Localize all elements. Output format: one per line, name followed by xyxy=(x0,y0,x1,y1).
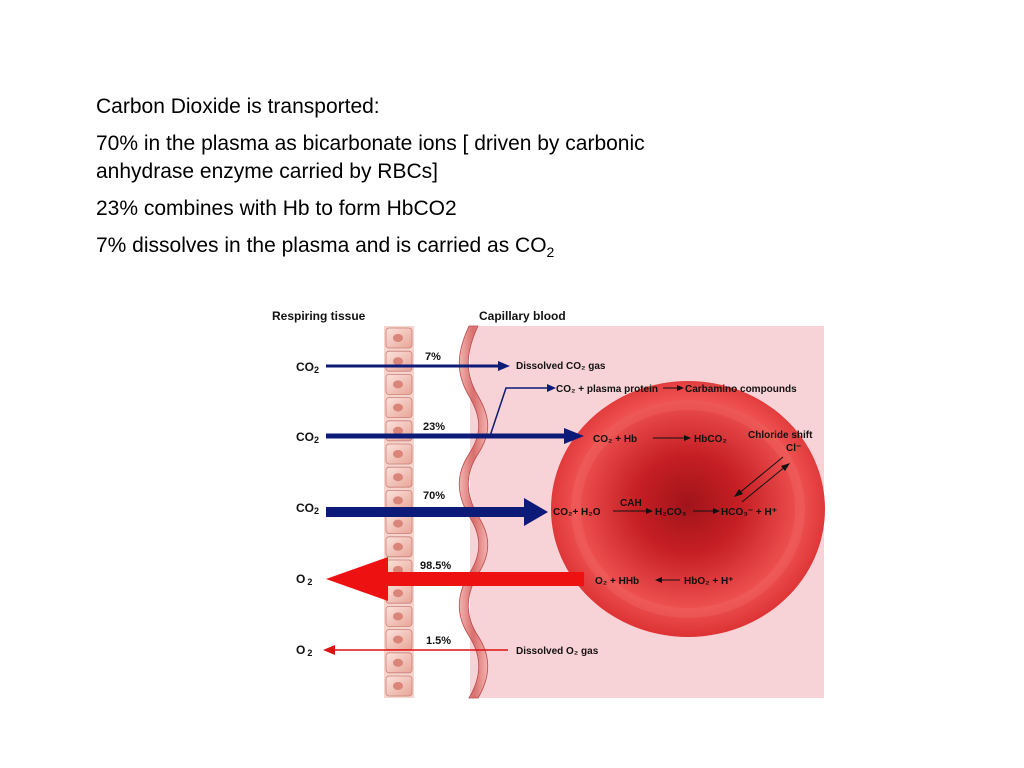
label-co2-h2o: CO₂+ H₂O xyxy=(553,507,601,518)
percent-23: 23% xyxy=(423,421,445,433)
tissue-cell-nucleus xyxy=(393,357,403,366)
arrow-o2-hbo2 xyxy=(326,557,584,601)
red-blood-cell xyxy=(551,381,825,637)
tissue-cell-nucleus xyxy=(393,542,403,551)
arrow-o2-dissolved xyxy=(323,645,508,655)
gas-label-co2-2: CO2 xyxy=(296,430,319,445)
tissue-cell-nucleus xyxy=(393,496,403,505)
label-plasma-protein: CO₂ + plasma protein xyxy=(556,384,658,395)
tissue-cell-nucleus xyxy=(393,450,403,458)
arrow-chloride-shift xyxy=(734,456,790,503)
bullet-70-line2: anhydrase enzyme carried by RBCs] xyxy=(96,160,438,183)
label-dissolved-co2: Dissolved CO₂ gas xyxy=(516,361,606,372)
bullet-70-line1: 70% in the plasma as bicarbonate ions [ … xyxy=(96,132,645,155)
tissue-cell-nucleus xyxy=(393,658,403,667)
arrow-from-hbo2 xyxy=(655,577,680,583)
tissue-cell-nucleus xyxy=(393,403,403,412)
arrow-to-hco3 xyxy=(693,508,720,514)
label-o2-hhb: O₂ + HHb xyxy=(595,576,639,587)
svg-text:CO2: CO2 xyxy=(296,360,319,375)
tissue-cell-nucleus xyxy=(393,682,403,690)
bullet-7: 7% dissolves in the plasma and is carrie… xyxy=(96,232,836,266)
bullet-23: 23% combines with Hb to form HbCO2 xyxy=(96,197,457,220)
label-cah: CAH xyxy=(620,498,642,509)
svg-text:CO2: CO2 xyxy=(296,430,319,445)
heading-line: Carbon Dioxide is transported: xyxy=(96,95,380,118)
label-dissolved-o2: Dissolved O₂ gas xyxy=(516,646,599,657)
arrow-co2-bicarbonate xyxy=(326,498,548,526)
header-respiring-tissue: Respiring tissue xyxy=(272,309,366,323)
tissue-cell-nucleus xyxy=(393,589,403,598)
svg-text:O2: O2 xyxy=(296,572,312,587)
gas-label-co2-3: CO2 xyxy=(296,501,319,516)
arrow-plasma-protein-branch xyxy=(489,384,556,437)
label-co2-hb: CO₂ + Hb xyxy=(593,434,637,445)
label-chloride-shift: Chloride shift xyxy=(748,430,813,441)
tissue-cell-nucleus xyxy=(393,612,403,621)
arrow-to-hbco2 xyxy=(653,435,691,441)
label-chloride-ion: Cl⁻ xyxy=(786,443,801,454)
svg-text:CO2: CO2 xyxy=(296,501,319,516)
tissue-cell-nucleus xyxy=(393,519,403,528)
tissue-cell-nucleus xyxy=(393,380,403,389)
bullet-7-subscript: 2 xyxy=(546,244,555,261)
tissue-cell-nucleus xyxy=(393,473,403,482)
svg-text:O2: O2 xyxy=(296,643,312,658)
percent-7: 7% xyxy=(425,351,441,363)
arrow-carbamino xyxy=(663,385,684,391)
arrow-to-h2co3 xyxy=(613,508,653,514)
gas-label-co2-1: CO2 xyxy=(296,360,319,375)
arrow-co2-dissolved xyxy=(326,361,510,371)
label-hbco2: HbCO₂ xyxy=(694,434,727,445)
arrow-co2-hb xyxy=(326,428,584,444)
red-blood-cell-highlight xyxy=(571,400,805,618)
label-carbamino: Carbamino compounds xyxy=(685,384,797,395)
header-capillary-blood: Capillary blood xyxy=(479,309,566,323)
label-hbo2-h: HbO₂ + H⁺ xyxy=(684,576,733,587)
tissue-cell-nucleus xyxy=(393,334,403,342)
label-h2co3: H₂CO₃ xyxy=(655,507,687,518)
bullet-7-text: 7% dissolves in the plasma and is carrie… xyxy=(96,234,547,257)
slide-text: Carbon Dioxide is transported: 70% in th… xyxy=(96,93,836,266)
co2-transport-diagram: Respiring tissue Capillary blood CO2 CO2… xyxy=(268,304,828,700)
diagram-svg: Respiring tissue Capillary blood CO2 CO2… xyxy=(272,309,825,699)
tissue-cell-nucleus xyxy=(393,426,403,435)
label-hco3-h: HCO₃⁻ + H⁺ xyxy=(721,507,777,518)
tissue-cell-nucleus xyxy=(393,635,403,644)
percent-70: 70% xyxy=(423,490,445,502)
percent-98-5: 98.5% xyxy=(420,560,451,572)
percent-1-5: 1.5% xyxy=(426,635,451,647)
